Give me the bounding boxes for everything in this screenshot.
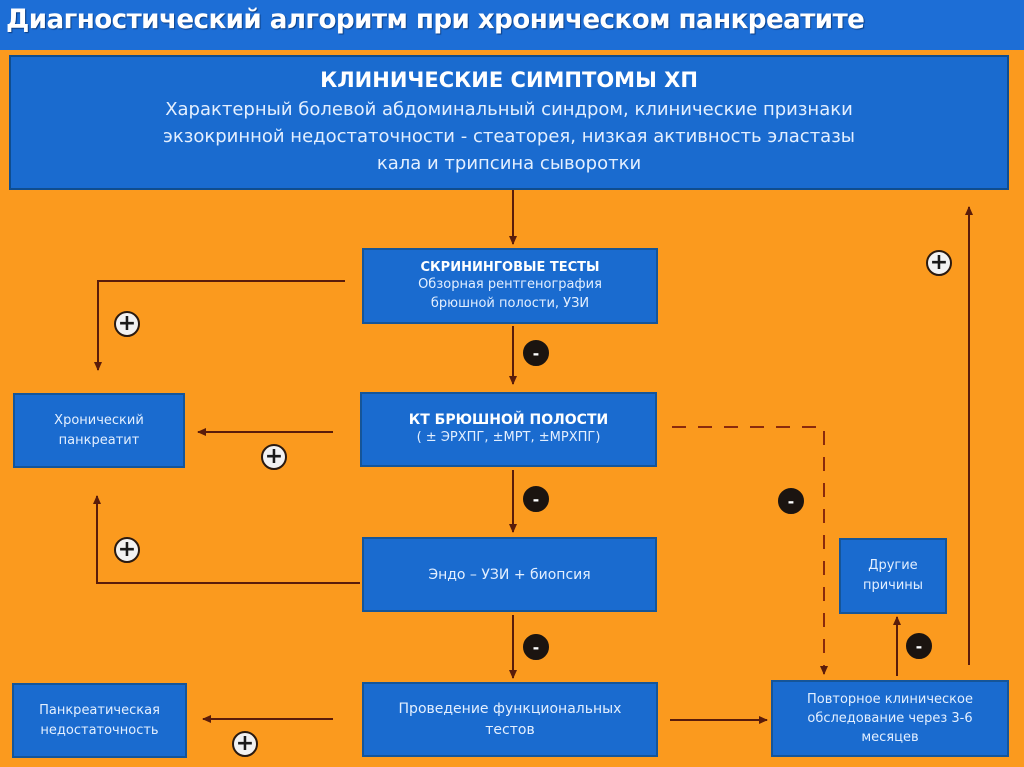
node-text-line: брюшной полости, УЗИ xyxy=(430,295,590,311)
node-repeat-examination: Повторное клиническое обследование через… xyxy=(771,680,1009,757)
node-heading: КЛИНИЧЕСКИЕ СИМПТОМЫ ХП xyxy=(320,68,698,92)
plus-badge-endo-chronic: + xyxy=(114,537,140,563)
plus-badge-functional-insufficiency: + xyxy=(232,731,258,757)
node-text-line: экзокринной недостаточности - стеаторея,… xyxy=(163,126,855,147)
plus-badge-screening-chronic: + xyxy=(114,311,140,337)
plus-icon: + xyxy=(117,311,137,336)
title-bar: Диагностический алгоритм при хроническом… xyxy=(0,0,1024,50)
node-other-causes: Другие причины xyxy=(839,538,947,614)
node-functional-tests: Проведение функциональных тестов xyxy=(362,682,658,757)
node-text-line: Характерный болевой абдоминальный синдро… xyxy=(165,99,853,120)
node-text-line: Эндо – УЗИ + биопсия xyxy=(428,566,591,583)
node-text-line: тестов xyxy=(485,721,535,738)
plus-badge-ct-chronic: + xyxy=(261,444,287,470)
node-text-line: обследование через 3-6 xyxy=(807,711,973,726)
node-text-line: месяцев xyxy=(861,730,919,745)
minus-icon: - xyxy=(915,636,923,656)
node-text-line: Обзорная рентгенография xyxy=(418,276,602,292)
node-text-line: панкреатит xyxy=(58,432,140,448)
node-text-line: Хронический xyxy=(54,412,144,428)
node-text-line: кала и трипсина сыворотки xyxy=(376,153,642,174)
page-title: Диагностический алгоритм при хроническом… xyxy=(6,4,865,35)
minus-badge-repeat-other: - xyxy=(906,633,932,659)
minus-icon: - xyxy=(532,637,540,657)
minus-badge-endo-functional: - xyxy=(523,634,549,660)
node-text-line: недостаточность xyxy=(40,722,159,738)
node-ct-abdomen: КТ БРЮШНОЙ ПОЛОСТИ ( ± ЭРХПГ, ±МРТ, ±МРХ… xyxy=(360,392,657,467)
plus-icon: + xyxy=(929,250,949,275)
node-clinical-symptoms: КЛИНИЧЕСКИЕ СИМПТОМЫ ХП Характерный боле… xyxy=(9,55,1009,190)
node-pancreatic-insufficiency: Панкреатическая недостаточность xyxy=(12,683,187,758)
minus-badge-screening-ct: - xyxy=(523,340,549,366)
node-endo-ultrasound: Эндо – УЗИ + биопсия xyxy=(362,537,657,612)
plus-icon: + xyxy=(264,444,284,469)
plus-icon: + xyxy=(235,731,255,756)
minus-icon: - xyxy=(787,491,795,511)
minus-badge-ct-repeat: - xyxy=(778,488,804,514)
node-text-line: Повторное клиническое xyxy=(807,692,973,707)
node-heading: СКРИНИНГОВЫЕ ТЕСТЫ xyxy=(420,259,600,275)
node-text-line: Панкреатическая xyxy=(39,702,160,718)
node-text-line: Другие xyxy=(868,558,918,573)
node-heading: КТ БРЮШНОЙ ПОЛОСТИ xyxy=(408,411,609,428)
node-screening-tests: СКРИНИНГОВЫЕ ТЕСТЫ Обзорная рентгенограф… xyxy=(362,248,658,324)
minus-icon: - xyxy=(532,343,540,363)
node-chronic-pancreatitis: Хронический панкреатит xyxy=(13,393,185,468)
minus-icon: - xyxy=(532,489,540,509)
plus-icon: + xyxy=(117,537,137,562)
node-text-line: ( ± ЭРХПГ, ±МРТ, ±МРХПГ) xyxy=(416,429,601,445)
minus-badge-ct-endo: - xyxy=(523,486,549,512)
node-text-line: Проведение функциональных xyxy=(398,700,622,717)
plus-badge-repeat-symptoms: + xyxy=(926,250,952,276)
node-text-line: причины xyxy=(862,578,924,593)
